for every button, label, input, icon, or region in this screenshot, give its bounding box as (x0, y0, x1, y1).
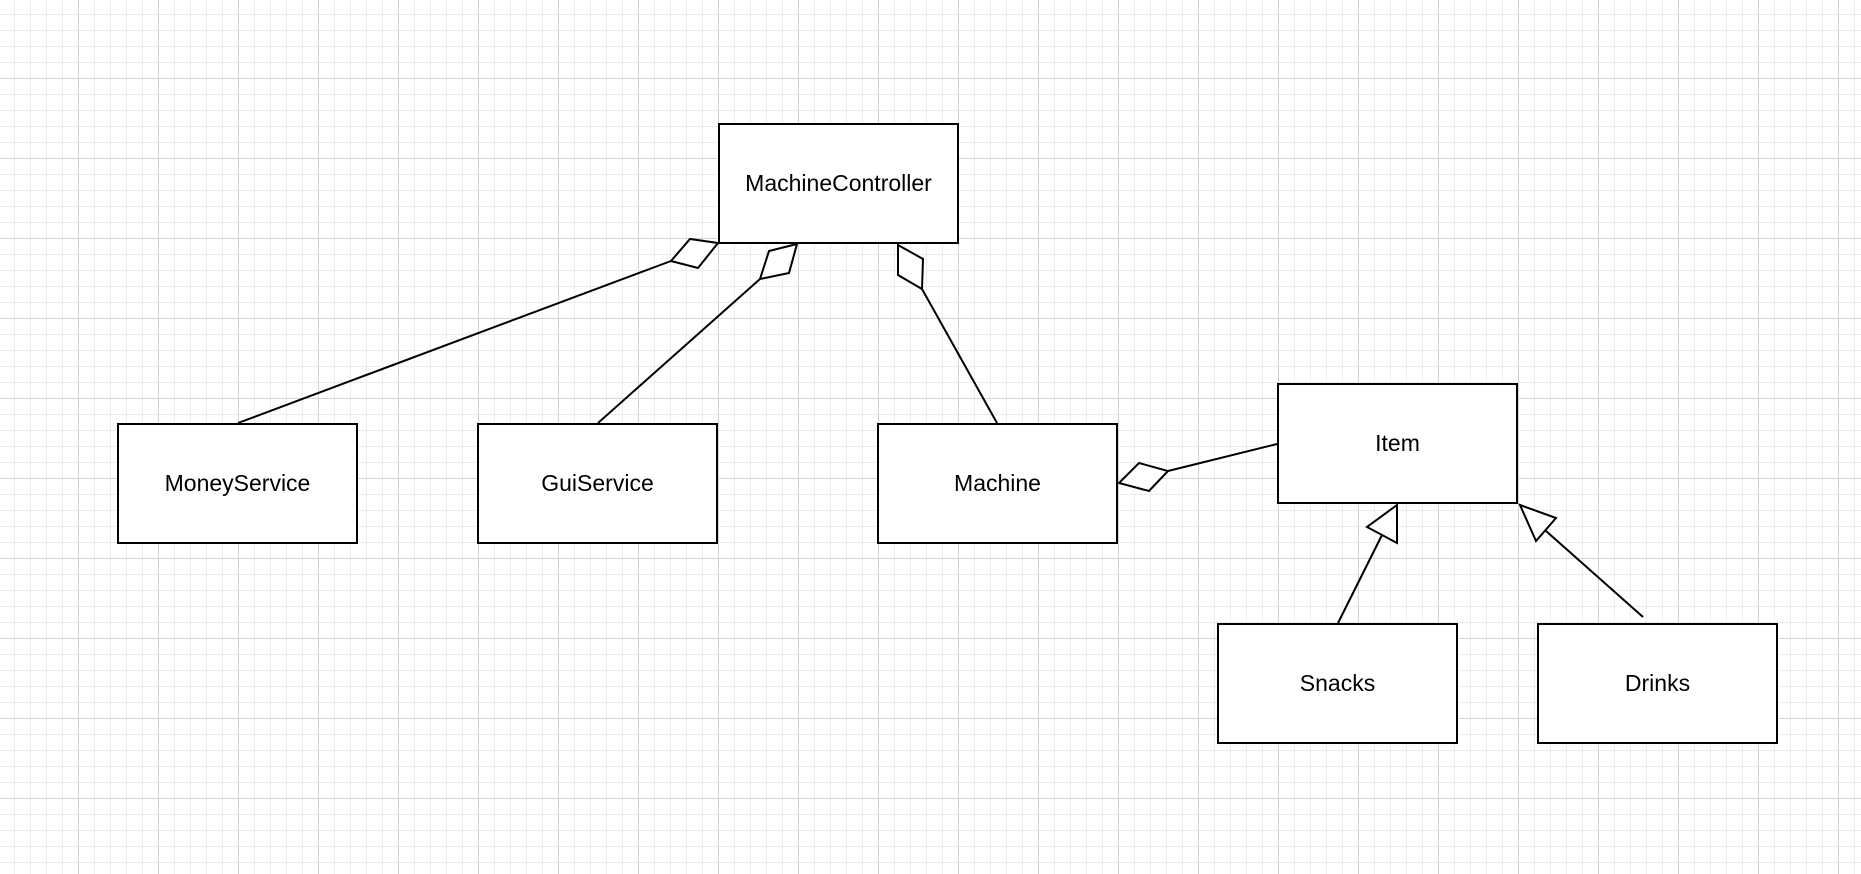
class-name: Drinks (1624, 670, 1691, 696)
edge-line (921, 288, 998, 424)
aggregation-diamond-icon (669, 237, 720, 270)
class-name: GuiService (541, 470, 654, 496)
edge-line (1545, 530, 1644, 618)
generalization-arrow-icon (1365, 503, 1398, 545)
edge-machine-to-machine-controller[interactable] (897, 243, 998, 424)
class-node-machine[interactable]: Machine (877, 423, 1118, 544)
edge-money-service-to-machine-controller[interactable] (237, 237, 720, 424)
class-node-gui-service[interactable]: GuiService (477, 423, 718, 544)
edge-line (1337, 534, 1383, 624)
class-name: MachineController (745, 170, 932, 196)
class-name: Item (1375, 430, 1420, 456)
edge-line (597, 278, 761, 424)
edge-gui-service-to-machine-controller[interactable] (597, 242, 799, 424)
class-name: Snacks (1299, 670, 1376, 696)
class-name: MoneyService (164, 470, 311, 496)
class-node-snacks[interactable]: Snacks (1217, 623, 1458, 744)
aggregation-diamond-icon (758, 242, 799, 281)
edge-snacks-to-item[interactable] (1337, 503, 1398, 624)
edge-item-to-machine[interactable] (1117, 443, 1278, 493)
class-node-item[interactable]: Item (1277, 383, 1518, 504)
class-name: Machine (954, 470, 1041, 496)
edge-drinks-to-item[interactable] (1518, 503, 1644, 618)
edge-line (237, 260, 672, 424)
aggregation-diamond-icon (1117, 461, 1170, 493)
generalization-arrow-icon (1518, 503, 1558, 543)
class-node-machine-controller[interactable]: MachineController (718, 123, 959, 244)
class-node-drinks[interactable]: Drinks (1537, 623, 1778, 744)
aggregation-diamond-icon (897, 243, 925, 291)
class-node-money-service[interactable]: MoneyService (117, 423, 358, 544)
edge-line (1167, 443, 1278, 472)
